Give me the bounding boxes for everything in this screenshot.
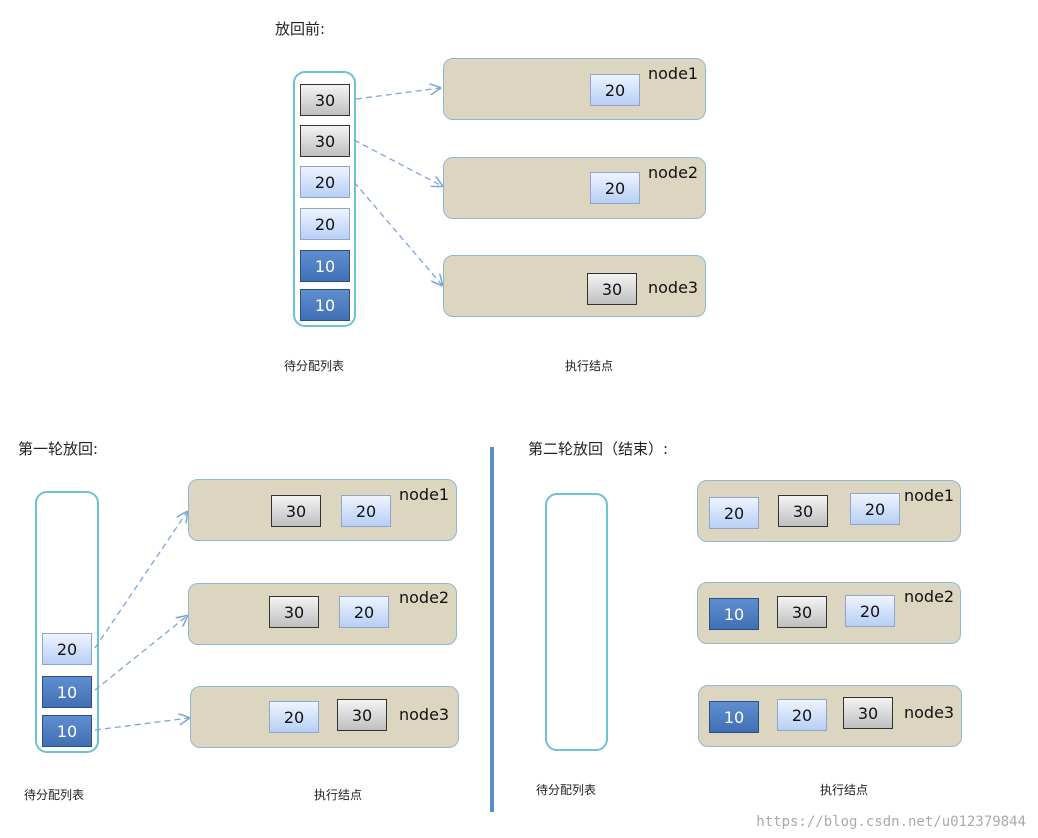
arrow-queue-to-node2 [94, 616, 187, 691]
queue-task: 30 [300, 125, 350, 157]
pending-queue-round2-empty [545, 493, 608, 751]
node-task: 20 [269, 701, 319, 733]
node-task: 20 [341, 495, 391, 527]
node-task: 30 [271, 495, 321, 527]
queue-task: 10 [42, 676, 92, 708]
queue-task: 10 [300, 289, 350, 321]
execution-nodes-caption: 执行结点 [820, 783, 869, 797]
node-box-node1: 20 30 20 node1 [697, 480, 961, 542]
arrow-queue-to-node3 [353, 181, 442, 285]
node-task: 20 [845, 595, 895, 627]
arrow-queue-to-node2 [353, 139, 442, 186]
node-label: node3 [904, 703, 955, 722]
node-box-node3: 20 30 node3 [190, 686, 459, 748]
queue-task: 30 [300, 84, 350, 116]
arrow-queue-to-node1 [355, 88, 440, 100]
node-box-node2: 20 node2 [443, 157, 706, 219]
node-label: node2 [648, 163, 699, 182]
node-box-node1: 20 node1 [443, 58, 706, 120]
node-label: node1 [648, 64, 699, 83]
node-task: 10 [709, 598, 759, 630]
node-task: 30 [337, 699, 387, 731]
node-box-node2: 30 20 node2 [188, 583, 457, 645]
node-task: 20 [850, 493, 900, 525]
node-task: 20 [590, 74, 640, 106]
node-label: node1 [399, 485, 450, 504]
node-task: 30 [269, 596, 319, 628]
pending-queue-before: 30 30 20 20 10 10 [293, 71, 356, 327]
node-box-node2: 10 30 20 node2 [697, 582, 961, 644]
watermark: https://blog.csdn.net/u012379844 [756, 814, 1026, 830]
section-title-round1: 第一轮放回: [18, 440, 99, 458]
node-label: node1 [904, 486, 955, 505]
node-task: 30 [587, 273, 637, 305]
node-box-node1: 30 20 node1 [188, 479, 457, 541]
node-box-node3: 10 20 30 node3 [698, 685, 962, 747]
execution-nodes-caption: 执行结点 [314, 788, 363, 802]
node-label: node3 [648, 278, 699, 297]
queue-task: 10 [300, 250, 350, 282]
node-label: node2 [399, 588, 450, 607]
arrow-queue-to-node3 [94, 718, 189, 731]
queue-task: 20 [300, 166, 350, 198]
node-task: 20 [339, 596, 389, 628]
node-task: 20 [590, 172, 640, 204]
node-task: 30 [777, 596, 827, 628]
queue-task: 20 [300, 208, 350, 240]
section-divider [490, 447, 494, 812]
section-title-before: 放回前: [275, 20, 326, 38]
pending-list-caption: 待分配列表 [284, 359, 345, 373]
node-task: 30 [843, 697, 893, 729]
node-label: node3 [399, 705, 450, 724]
node-task: 20 [777, 699, 827, 731]
section-title-round2-end: 第二轮放回（结束）: [528, 440, 669, 458]
node-task: 30 [778, 495, 828, 527]
pending-queue-round1: 20 10 10 [35, 491, 99, 753]
pending-list-caption: 待分配列表 [24, 788, 85, 802]
node-task: 20 [709, 497, 759, 529]
node-task: 10 [709, 701, 759, 733]
queue-task: 10 [42, 715, 92, 747]
queue-task: 20 [42, 633, 92, 665]
execution-nodes-caption: 执行结点 [565, 359, 614, 373]
arrow-queue-to-node1 [94, 512, 187, 649]
node-box-node3: 30 node3 [443, 255, 706, 317]
node-label: node2 [904, 587, 955, 606]
pending-list-caption: 待分配列表 [536, 783, 597, 797]
